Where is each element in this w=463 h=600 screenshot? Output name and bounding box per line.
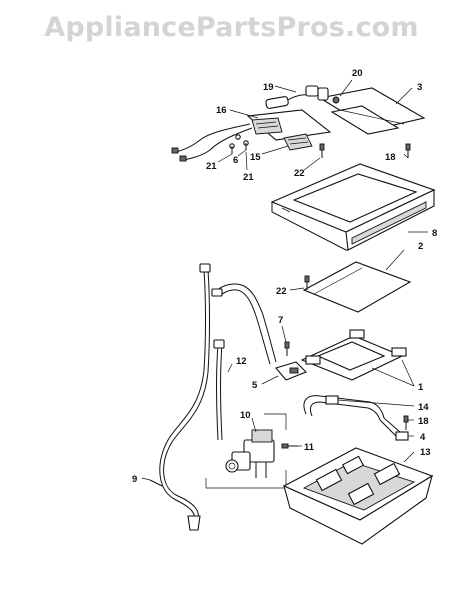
callout-labels: 20 19 3 16 15 22 18 21 6 21 8 2 22 7 12 … [132,68,437,485]
callout-14: 14 [418,402,429,413]
part-13-base-pan [282,447,434,545]
part-9-supply-hose [149,263,211,531]
callout-8: 8 [432,228,437,239]
callout-3: 3 [417,82,422,93]
part-8-console-cover [270,163,436,251]
callout-18-bottom: 18 [418,416,429,427]
callout-13: 13 [420,447,431,458]
callout-18-top: 18 [385,152,396,163]
screws-top [319,143,411,158]
leader-lines [141,79,428,481]
callout-19: 19 [263,82,274,93]
part-19-sensor [265,85,340,109]
callout-2: 2 [418,241,423,252]
callout-11: 11 [304,442,315,453]
callout-7: 7 [278,315,283,326]
callout-5: 5 [252,380,258,391]
part-11-screw [281,443,298,449]
callout-6: 6 [233,155,238,166]
callout-15: 15 [250,152,261,163]
callout-4: 4 [420,432,426,443]
part-10-water-valve [205,413,287,489]
part-16-harness-bracket [171,109,332,162]
callout-12: 12 [236,356,247,367]
callout-22-top: 22 [294,168,305,179]
callout-16: 16 [216,105,227,116]
callout-22-mid: 22 [276,286,287,297]
callout-20: 20 [352,68,363,79]
site-watermark: AppliancePartsPros.com [44,12,419,43]
part-7-screw [284,341,290,356]
part-3-bracket-plate [318,87,426,135]
callout-1: 1 [418,382,424,393]
callout-21-left: 21 [206,161,217,172]
part-1-bracket [300,329,407,381]
part-14-drain-tube [303,395,409,441]
part-12-water-tube [211,283,277,441]
part-2-mounting-plate [302,261,412,313]
callout-10: 10 [240,410,251,421]
part-5-connector [275,361,307,381]
callout-9: 9 [132,474,137,485]
callout-21-bottom: 21 [243,172,254,183]
